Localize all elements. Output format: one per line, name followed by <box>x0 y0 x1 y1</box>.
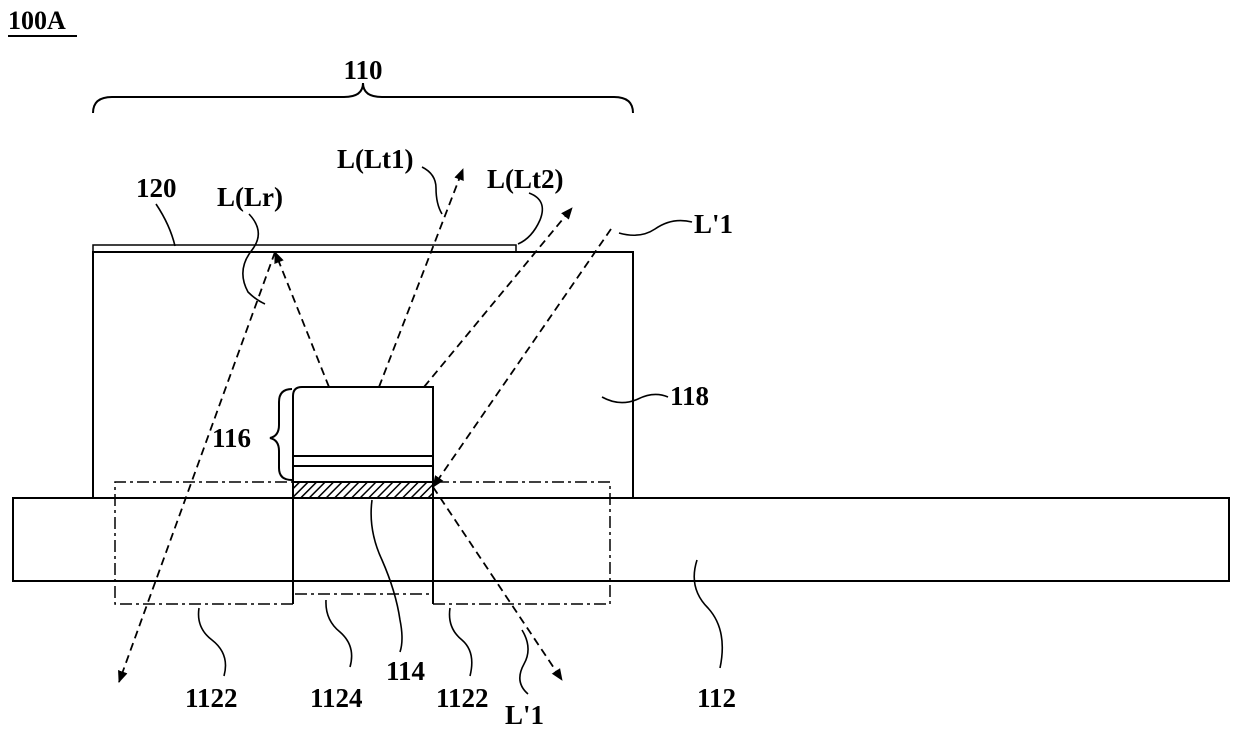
leader-gap <box>326 600 352 667</box>
leader-l1-bottom <box>520 630 528 694</box>
chip-body <box>293 387 433 482</box>
label-110: 110 <box>343 55 382 85</box>
leader-lt1 <box>422 167 442 214</box>
label-pad-left: 1122 <box>185 683 238 713</box>
label-ray-lr: L(Lr) <box>217 182 283 212</box>
label-112: 112 <box>697 683 736 713</box>
leader-lt2 <box>518 193 542 244</box>
leader-120 <box>156 204 175 246</box>
label-gap: 1124 <box>310 683 363 713</box>
figure-id: 100A <box>8 6 77 36</box>
label-120: 120 <box>136 173 177 203</box>
label-ray-lt2: L(Lt2) <box>487 164 564 194</box>
layer-120 <box>93 245 516 252</box>
leader-pad-right <box>450 608 472 676</box>
label-ray-l1-top: L'1 <box>694 209 733 239</box>
label-116: 116 <box>212 423 251 453</box>
leader-pad-left <box>199 608 226 676</box>
substrate-112 <box>13 498 1229 581</box>
figure-id-text: 100A <box>8 6 66 35</box>
chip-116 <box>293 387 433 482</box>
label-pad-right: 1122 <box>436 683 489 713</box>
leader-l1-top <box>619 221 692 236</box>
label-118: 118 <box>670 381 709 411</box>
label-ray-l1-bottom: L'1 <box>505 700 544 730</box>
brace-110 <box>93 83 633 113</box>
label-ray-lt1: L(Lt1) <box>337 144 414 174</box>
label-adhesive: 114 <box>386 656 425 686</box>
adhesive-114 <box>293 482 433 498</box>
